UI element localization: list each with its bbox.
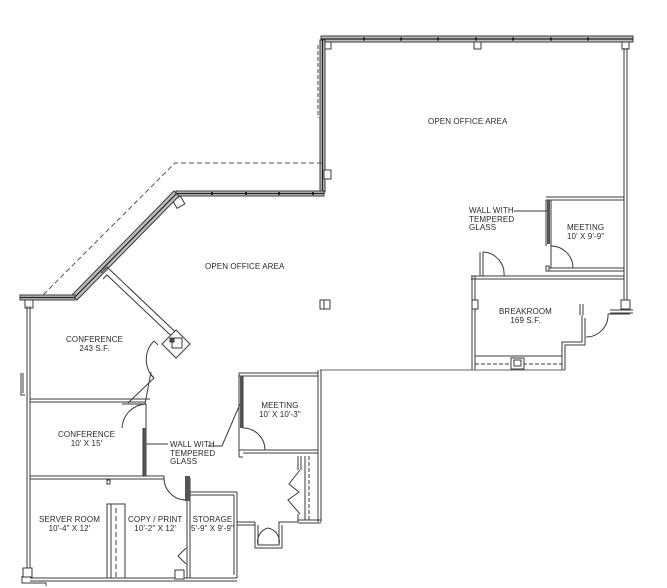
room-name: OPEN OFFICE AREA [428, 117, 508, 126]
room-label-breakroom: BREAKROOM 169 S.F. [499, 307, 552, 325]
exterior-walls [19, 35, 634, 586]
room-label-server-room: SERVER ROOM 10'-4" X 12' [39, 515, 100, 533]
annotation-glass-wall-east: WALL WITH TEMPERED GLASS [469, 206, 515, 233]
annotation-line: TEMPERED [170, 448, 216, 458]
room-name: BREAKROOM [499, 307, 552, 316]
room-dimensions: 10' X 15' [70, 438, 103, 448]
room-label-storage: STORAGE 5'-9" X 9'-9" [191, 515, 234, 533]
room-name: SERVER ROOM [39, 515, 100, 524]
room-dimensions: 10' X 9'-9" [567, 231, 605, 241]
room-dimensions: 10'-4" X 12' [48, 523, 91, 533]
annotation-line: WALL WITH [469, 206, 514, 215]
annotation-line: GLASS [170, 457, 198, 466]
room-area: 243 S.F. [79, 343, 110, 353]
room-label-meeting-center: MEETING 10' X 10'-3" [259, 401, 301, 419]
room-label-conference-large: CONFERENCE 243 S.F. [66, 335, 124, 353]
room-name: MEETING [261, 401, 299, 410]
column-marker [319, 299, 331, 310]
annotation-line: WALL WITH [170, 440, 215, 449]
annotation-glass-wall-center: WALL WITH TEMPERED GLASS [170, 440, 216, 467]
room-dimensions: 5'-9" X 9'-9" [191, 523, 234, 533]
room-dimensions: 10' X 10'-3" [259, 409, 301, 419]
room-name: CONFERENCE [58, 430, 116, 439]
room-name: OPEN OFFICE AREA [205, 262, 285, 271]
interior-walls [30, 196, 630, 582]
room-name: STORAGE [192, 515, 233, 524]
room-label-conference-small: CONFERENCE 10' X 15' [58, 430, 116, 448]
room-label-open-office-north: OPEN OFFICE AREA [428, 117, 508, 127]
room-dimensions: 10'-2" X 12' [134, 523, 177, 533]
room-name: COPY / PRINT [128, 515, 183, 524]
room-label-copy-print: COPY / PRINT 10'-2" X 12' [128, 515, 183, 533]
room-label-meeting-east: MEETING 10' X 9'-9" [567, 223, 605, 241]
annotation-line: GLASS [469, 223, 497, 232]
room-name: MEETING [567, 223, 605, 232]
room-label-open-office-center: OPEN OFFICE AREA [205, 262, 285, 272]
annotation-line: TEMPERED [469, 214, 515, 224]
room-name: CONFERENCE [66, 335, 124, 344]
dashed-roof-line [41, 162, 322, 297]
room-area: 169 S.F. [510, 315, 541, 325]
